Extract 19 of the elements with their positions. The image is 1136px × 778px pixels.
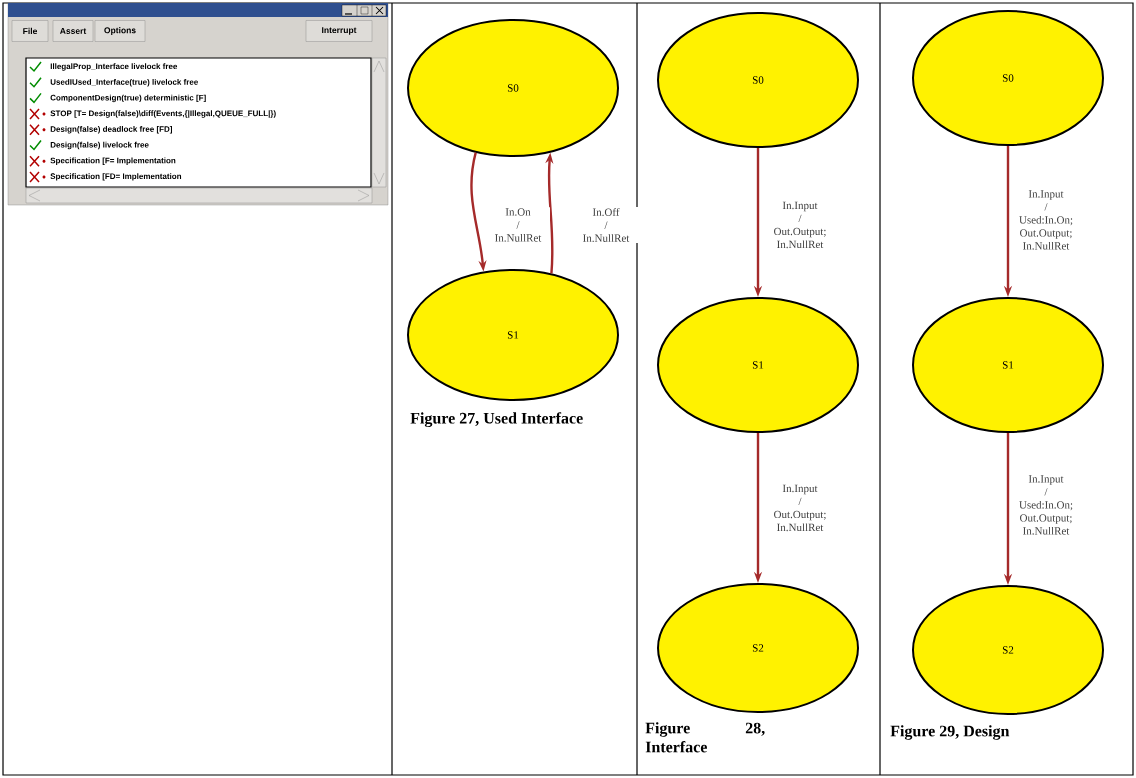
menu-button: Interrupt [305, 20, 373, 42]
result-text: ComponentDesign(true) deterministic [F] [50, 94, 206, 103]
menu-button: File [11, 20, 49, 42]
menu-button: Options [94, 20, 146, 42]
figure-caption: Figure 29, Design [890, 725, 1010, 740]
edge-label: In.Input / Out.Output; In.NullRet [768, 200, 832, 250]
result-text: Design(false) livelock free [50, 141, 149, 150]
result-text: IllegalProp_Interface livelock free [50, 63, 178, 71]
result-text: Specification [FD= Implementation [50, 173, 182, 181]
result-text: UsedIUsed_Interface(true) livelock free [50, 78, 198, 87]
result-text: Specification [F= Implementation [50, 157, 176, 165]
result-text: Design(false) deadlock free [FD] [50, 126, 172, 134]
edge-label: In.On / In.NullRet [486, 207, 550, 243]
edge-label: In.Input / Out.Output; In.NullRet [768, 483, 832, 533]
menu-button: Assert [52, 20, 94, 42]
edge-label: In.Input / Used:In.On; Out.Output; In.NullRet [1014, 474, 1078, 536]
result-text: STOP [T= Design(false)\diff(Events,{|Illegal,QUEUE_FULL|}) [50, 110, 276, 118]
edge-label: In.Off / In.NullRet [574, 207, 638, 243]
edge-label: In.Input / Used:In.On; Out.Output; In.NullRet [1014, 189, 1078, 251]
